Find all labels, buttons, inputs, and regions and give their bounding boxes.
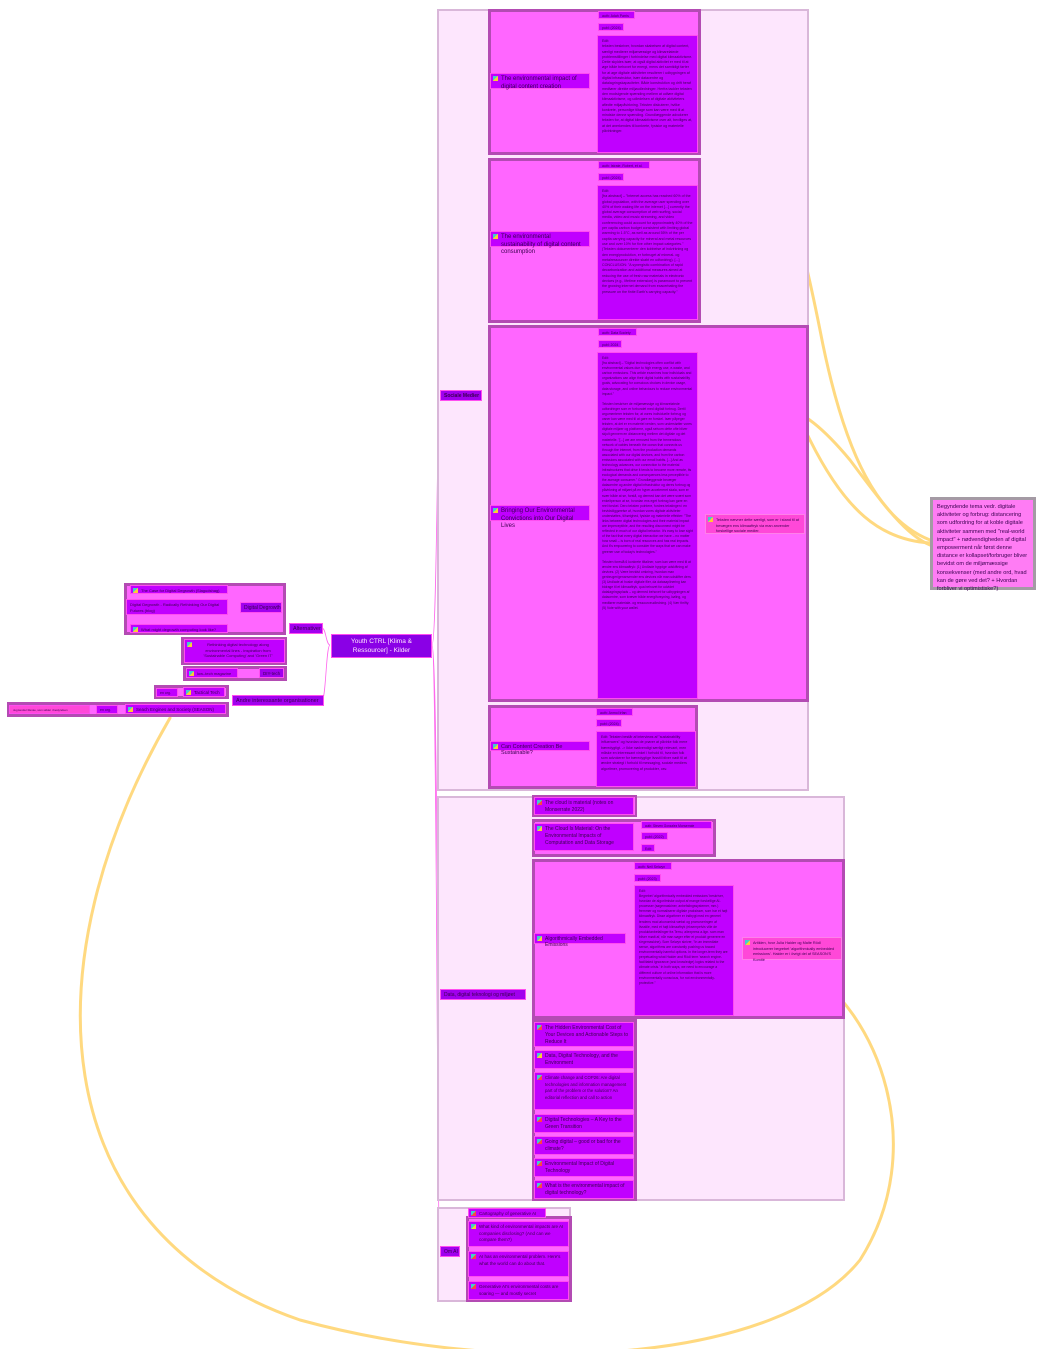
algorithmic-auth: auth: Neil Selwyn xyxy=(634,862,672,870)
alternativer-topic[interactable]: Alternativer xyxy=(289,623,323,634)
low-tech-magazine[interactable]: low–tech magazine xyxy=(186,668,238,678)
source-note-1: Edit: teksten beskriver, hvordan skabels… xyxy=(597,35,698,153)
link-icon xyxy=(537,1053,542,1058)
season-note: Jeg kender Renée, som sidder i bestyrels… xyxy=(9,705,90,714)
ai-item-3[interactable]: AI has an environmental problem. Here's … xyxy=(468,1251,569,1277)
data-item-6[interactable]: Environmental Impact of Digital Technolo… xyxy=(534,1158,634,1177)
source-title-1[interactable]: The environmental impact of digital cont… xyxy=(490,73,590,90)
digital-degrowth-topic[interactable]: Digital Degrowth xyxy=(240,602,282,613)
link-icon xyxy=(493,744,498,749)
source-auth-4: auth: Anmol Irfan xyxy=(596,708,633,716)
link-icon xyxy=(493,76,498,81)
link-icon xyxy=(537,826,542,831)
ai-item-1[interactable]: Cartography of generative AI xyxy=(468,1208,546,1218)
data-item-2[interactable]: Data, Digital Technology, and the Enviro… xyxy=(534,1050,634,1069)
source-publ-1: publ: (2024) xyxy=(598,23,624,31)
link-icon xyxy=(493,234,498,239)
data-item-5[interactable]: Going digital – good or bad for the clim… xyxy=(534,1136,634,1155)
link-icon xyxy=(471,1224,476,1229)
source-auth-3: auth: Data Society xyxy=(598,328,637,336)
season[interactable]: Seach Engines and Society (SEASON) xyxy=(125,704,226,714)
source-note-2: Edit: [fra abstract] – "Internet access … xyxy=(597,185,698,320)
source-publ-3: publ: 2024 xyxy=(598,340,622,348)
data-item-1[interactable]: The Hidden Environmental Cost of Your De… xyxy=(534,1022,634,1047)
degrowth-computing[interactable]: What might degrowth computing look like? xyxy=(130,624,228,633)
season-tag: en org. xyxy=(96,705,118,714)
case-for-digital-degrowth[interactable]: The Case for Digital Degrowth (Slagudsha… xyxy=(130,585,228,594)
link-icon xyxy=(471,1211,476,1216)
link-icon xyxy=(537,1117,542,1122)
link-icon xyxy=(189,671,194,676)
source-note-3: Edit: [fra abstract] – "Digital technolo… xyxy=(597,352,698,699)
link-icon xyxy=(471,1284,476,1289)
tactical-tech-tag: en org. xyxy=(156,688,178,697)
cloud-is-material-notes[interactable]: The cloud is material (notes on Monserra… xyxy=(534,797,634,815)
data-item-4[interactable]: Digital Technologies – A Key to the Gree… xyxy=(534,1114,634,1133)
note-icon xyxy=(745,940,750,945)
ai-item-4[interactable]: Generative AI's environmental costs are … xyxy=(468,1281,569,1300)
algorithmic-title[interactable]: Algorithmically Embedded Emissions xyxy=(534,933,626,948)
andre-organisationer-topic[interactable]: Andre interessante organisationer xyxy=(232,695,324,706)
link-icon xyxy=(133,627,138,632)
link-icon xyxy=(537,1025,542,1030)
source-title-2[interactable]: The environmental sustainability of digi… xyxy=(490,231,590,255)
data-item-3[interactable]: Climate change and COP26: Are digital te… xyxy=(534,1072,634,1110)
data-item-7[interactable]: What is the environmental impact of digi… xyxy=(534,1180,634,1199)
cloud-material-auth: auth: Steven Gonzalez Monserrate xyxy=(641,821,712,829)
link-icon xyxy=(537,1139,542,1144)
cloud-material-publ: publ: (2022) xyxy=(641,832,668,840)
source-publ-4: publ: (2024) xyxy=(596,719,622,727)
diy-tech-topic[interactable]: DIY-tech xyxy=(259,668,284,678)
tactical-tech[interactable]: Tactical Tech xyxy=(183,687,225,697)
algorithmic-publ: publ: (2023) xyxy=(634,874,661,882)
summary-note: Begyndende tema vedr. digitale aktivitet… xyxy=(930,497,1036,592)
link-icon xyxy=(537,1183,542,1188)
data-digital-topic[interactable]: Data, digital teknologi og miljøet xyxy=(440,989,526,1000)
source-title-3[interactable]: Bringing Our Environmental Convictions i… xyxy=(490,505,590,529)
sociale-medier-topic[interactable]: Sociale Medier xyxy=(440,390,482,401)
source-auth-2: auth: Istrate, Robert, et al. xyxy=(598,161,650,169)
link-icon xyxy=(537,1161,542,1166)
digital-degrowth-blog[interactable]: Digital Degrowth - Radically Rethinking … xyxy=(126,599,228,615)
source-title-4[interactable]: Can Content Creation Be Sustainable? xyxy=(490,741,590,756)
note-icon xyxy=(708,517,713,522)
cloud-material-edit: Edit: xyxy=(641,844,655,852)
link-icon xyxy=(471,1254,476,1259)
link-icon xyxy=(493,508,498,513)
link-icon xyxy=(133,588,138,593)
algorithmic-callout: Artiklen, hvor Julia Haider og Malte Röd… xyxy=(742,937,842,962)
source-auth-1: auth: Adah Parris xyxy=(598,11,635,19)
link-icon xyxy=(128,707,133,712)
link-icon xyxy=(537,936,542,941)
algorithmic-note: Edit: Begrebet 'algorithmically embedded… xyxy=(634,885,734,1016)
rethinking-digital-technology[interactable]: Rethinking digital technology along envi… xyxy=(184,639,285,663)
link-icon xyxy=(187,642,192,647)
social-media-callout: Teksten nævner dette særligt, som er i s… xyxy=(705,514,805,534)
source-publ-2: publ: (2024) xyxy=(598,173,624,181)
link-icon xyxy=(537,800,542,805)
link-icon xyxy=(186,690,191,695)
link-icon xyxy=(537,1075,542,1080)
central-topic[interactable]: Youth CTRL [Klima & Ressourcer] - Kilder xyxy=(331,634,432,658)
ai-item-2[interactable]: What kind of environmental impacts are A… xyxy=(468,1221,569,1247)
source-note-4: Edit: Teksten består af interviews af "s… xyxy=(596,731,696,787)
cloud-material-title[interactable]: The Cloud Is Material: On the Environmen… xyxy=(534,823,634,851)
om-ai-topic[interactable]: Om AI xyxy=(440,1246,460,1257)
